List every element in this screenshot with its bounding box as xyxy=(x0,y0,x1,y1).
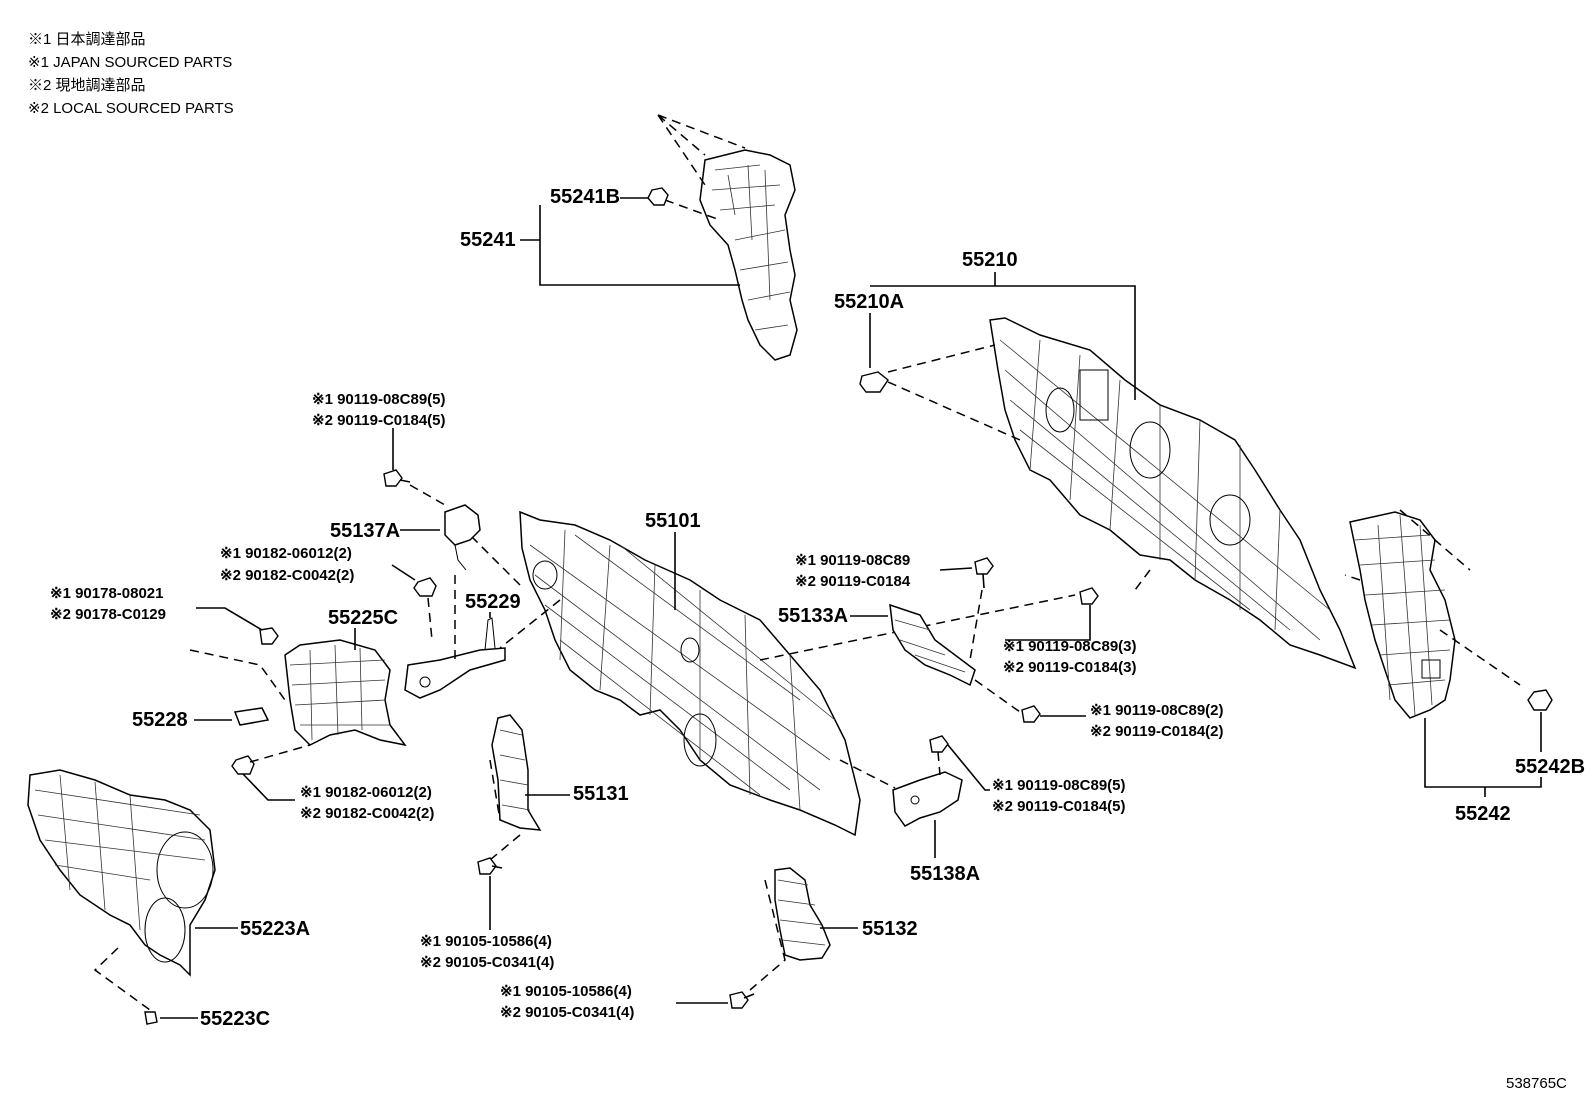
fastener-90182-C0042-2-lower: ※2 90182-C0042(2) xyxy=(300,805,434,822)
part-55223A-insulator xyxy=(27,769,216,977)
part-55137A-bracket xyxy=(444,504,481,571)
fastener-90119-08C89-2: ※1 90119-08C89(2) xyxy=(1090,702,1224,719)
label-55133A: 55133A xyxy=(778,605,848,627)
label-55228: 55228 xyxy=(132,709,188,731)
label-55137A: 55137A xyxy=(330,520,400,542)
label-55132: 55132 xyxy=(862,918,918,940)
bolt-90119-left xyxy=(383,469,411,487)
part-55241-insulator xyxy=(657,114,798,361)
part-55133A-bracket xyxy=(889,603,976,687)
fastener-90119-08C89-5-lower: ※1 90119-08C89(5) xyxy=(992,777,1126,794)
fastener-90119-C0184-5: ※2 90119-C0184(5) xyxy=(312,412,446,429)
part-55225C-insulator xyxy=(284,639,407,747)
fastener-90182-06012-2-lower: ※1 90182-06012(2) xyxy=(300,784,432,801)
fastener-90119-C0184-5-lower: ※2 90119-C0184(5) xyxy=(992,798,1126,815)
part-55242-insulator xyxy=(1349,511,1456,719)
part-55228-pad xyxy=(233,707,270,726)
fastener-90178-C0129: ※2 90178-C0129 xyxy=(50,606,166,623)
fastener-90105-C0341-4-lower: ※2 90105-C0341(4) xyxy=(500,1004,634,1021)
fastener-90119-08C89-a: ※1 90119-08C89 xyxy=(795,552,910,569)
nut-90182-upper xyxy=(413,577,437,597)
note-local-jp: ※2 現地調達部品 xyxy=(28,77,146,94)
fastener-90119-08C89-5: ※1 90119-08C89(5) xyxy=(312,391,446,408)
label-55210: 55210 xyxy=(962,249,1018,271)
legend-notes: ※1 日本調達部品 ※1 JAPAN SOURCED PARTS ※2 現地調達… xyxy=(28,31,234,117)
fastener-90182-C0042-2-upper: ※2 90182-C0042(2) xyxy=(220,567,354,584)
label-55241B: 55241B xyxy=(550,186,620,208)
bolt-90105-upper xyxy=(477,857,503,875)
part-55101-dash-panel xyxy=(519,510,861,837)
fastener-90119-C0184-2: ※2 90119-C0184(2) xyxy=(1090,723,1224,740)
fastener-90105-C0341-4-upper: ※2 90105-C0341(4) xyxy=(420,954,554,971)
label-55223C: 55223C xyxy=(200,1008,270,1030)
note-local-en: ※2 LOCAL SOURCED PARTS xyxy=(28,100,234,117)
label-55229: 55229 xyxy=(465,591,521,613)
diagram-id: 538765C xyxy=(1506,1075,1567,1092)
fastener-90119-08C89-3: ※1 90119-08C89(3) xyxy=(1003,638,1137,655)
clip-55223C xyxy=(144,1011,158,1025)
label-55131: 55131 xyxy=(573,783,629,805)
bolt-90119-center xyxy=(974,557,994,589)
clip-55210A xyxy=(859,371,889,393)
label-55223A: 55223A xyxy=(240,918,310,940)
part-55229-bracket xyxy=(404,617,506,699)
part-55132-insulator xyxy=(774,867,831,961)
label-55242B: 55242B xyxy=(1515,756,1585,778)
clip-90178 xyxy=(259,627,279,645)
label-55225C: 55225C xyxy=(328,607,398,629)
fastener-90178-08021: ※1 90178-08021 xyxy=(50,585,164,602)
label-55242: 55242 xyxy=(1455,803,1511,825)
bolt-90105-lower xyxy=(729,991,755,1009)
fastener-90182-06012-2-upper: ※1 90182-06012(2) xyxy=(220,545,352,562)
note-japan-jp: ※1 日本調達部品 xyxy=(28,31,146,48)
part-55131-insulator xyxy=(491,714,542,831)
label-55241: 55241 xyxy=(460,229,516,251)
bolt-90119-right3 xyxy=(1079,587,1099,605)
label-55138A: 55138A xyxy=(910,863,980,885)
fastener-90105-10586-4-lower: ※1 90105-10586(4) xyxy=(500,983,632,1000)
fastener-90119-C0184-b: ※2 90119-C0184 xyxy=(795,573,911,590)
label-55101: 55101 xyxy=(645,510,701,532)
fastener-90119-C0184-3: ※2 90119-C0184(3) xyxy=(1003,659,1137,676)
fastener-90105-10586-4-upper: ※1 90105-10586(4) xyxy=(420,933,552,950)
bolt-90119-right2 xyxy=(1021,705,1041,723)
note-japan-en: ※1 JAPAN SOURCED PARTS xyxy=(28,54,232,71)
nut-90182-lower xyxy=(231,755,255,775)
clip-55241B xyxy=(647,187,669,206)
part-55210-dash-insulator xyxy=(989,317,1357,670)
bolt-90119-lower5 xyxy=(929,735,949,753)
label-55210A: 55210A xyxy=(834,291,904,313)
part-55138A-bracket xyxy=(892,771,963,827)
clip-55242B xyxy=(1527,689,1553,711)
